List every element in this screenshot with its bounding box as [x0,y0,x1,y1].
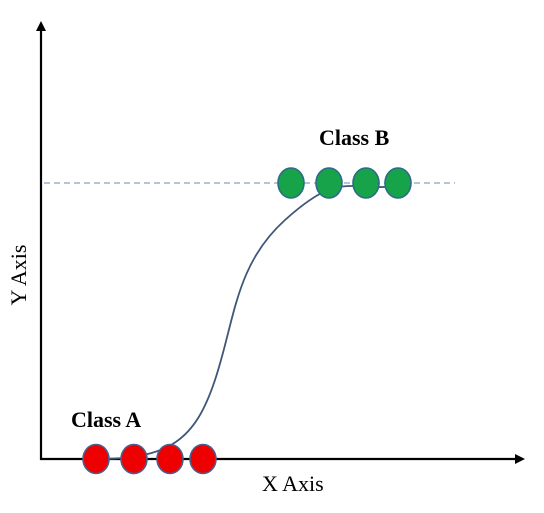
class-a-points [82,443,217,475]
class-a-point [156,443,184,475]
class-b-label: Class B [319,125,390,150]
x-axis-label: X Axis [262,471,324,496]
class-a-point [120,443,148,475]
class-b-points [277,167,412,199]
class-b-point [352,167,380,199]
y-axis-label: Y Axis [6,245,31,306]
class-a-point [82,443,110,475]
class-b-point [277,167,305,199]
class-b-point [315,167,343,199]
class-b-point [384,167,412,199]
class-a-point [189,443,217,475]
class-a-label: Class A [71,407,141,432]
